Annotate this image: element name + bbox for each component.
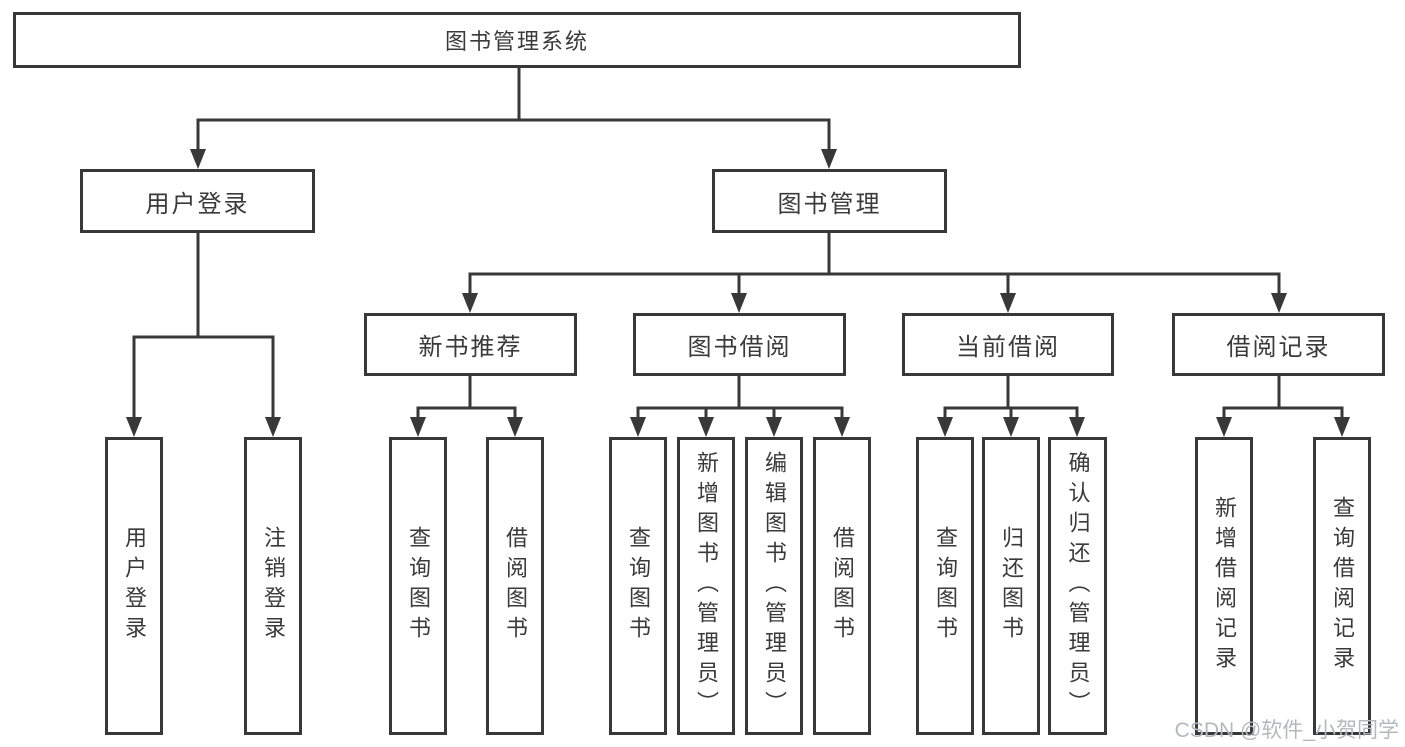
leaf-query-borrow-record: 查询借阅记录 [1313, 437, 1371, 735]
leaf-label: 确认归还（管理员） [1065, 451, 1091, 721]
leaf-label: 查询图书 [933, 526, 958, 646]
leaf-borrow-books-recommend: 借阅图书 [486, 437, 544, 735]
leaf-label: 借阅图书 [830, 526, 855, 646]
node-book-borrow: 图书借阅 [633, 313, 846, 376]
leaf-label: 查询借阅记录 [1330, 496, 1355, 676]
leaf-label: 新增图书（管理员） [694, 451, 719, 721]
node-new-book-recommend: 新书推荐 [364, 313, 577, 376]
leaf-label: 查询图书 [406, 526, 431, 646]
leaf-add-books-admin: 新增图书（管理员） [677, 437, 735, 735]
csdn-watermark: CSDN @软件_小贺同学 [1174, 719, 1399, 742]
leaf-label: 注销登录 [261, 526, 286, 646]
leaf-borrow-books: 借阅图书 [813, 437, 871, 735]
leaf-edit-books-admin: 编辑图书（管理员） [745, 437, 803, 735]
leaf-confirm-return-admin: 确认归还（管理员） [1048, 437, 1107, 735]
leaf-logout: 注销登录 [244, 437, 302, 735]
node-user-login: 用户登录 [80, 169, 315, 233]
leaf-label: 查询图书 [626, 526, 651, 646]
node-borrow-records: 借阅记录 [1172, 313, 1385, 376]
leaf-label: 新增借阅记录 [1212, 496, 1237, 676]
node-current-borrow: 当前借阅 [902, 313, 1114, 376]
leaf-return-books: 归还图书 [982, 437, 1040, 735]
leaf-query-books-borrow: 查询图书 [609, 437, 667, 735]
leaf-query-books-recommend: 查询图书 [389, 437, 447, 735]
leaf-user-login: 用户登录 [105, 437, 163, 735]
leaf-label: 编辑图书（管理员） [762, 451, 787, 721]
leaf-query-books-current: 查询图书 [916, 437, 974, 735]
leaf-label: 借阅图书 [503, 526, 528, 646]
node-root: 图书管理系统 [13, 12, 1021, 68]
node-book-management: 图书管理 [712, 169, 947, 233]
leaf-add-borrow-record: 新增借阅记录 [1195, 437, 1253, 735]
leaf-label: 归还图书 [999, 526, 1024, 646]
leaf-label: 用户登录 [122, 526, 147, 646]
